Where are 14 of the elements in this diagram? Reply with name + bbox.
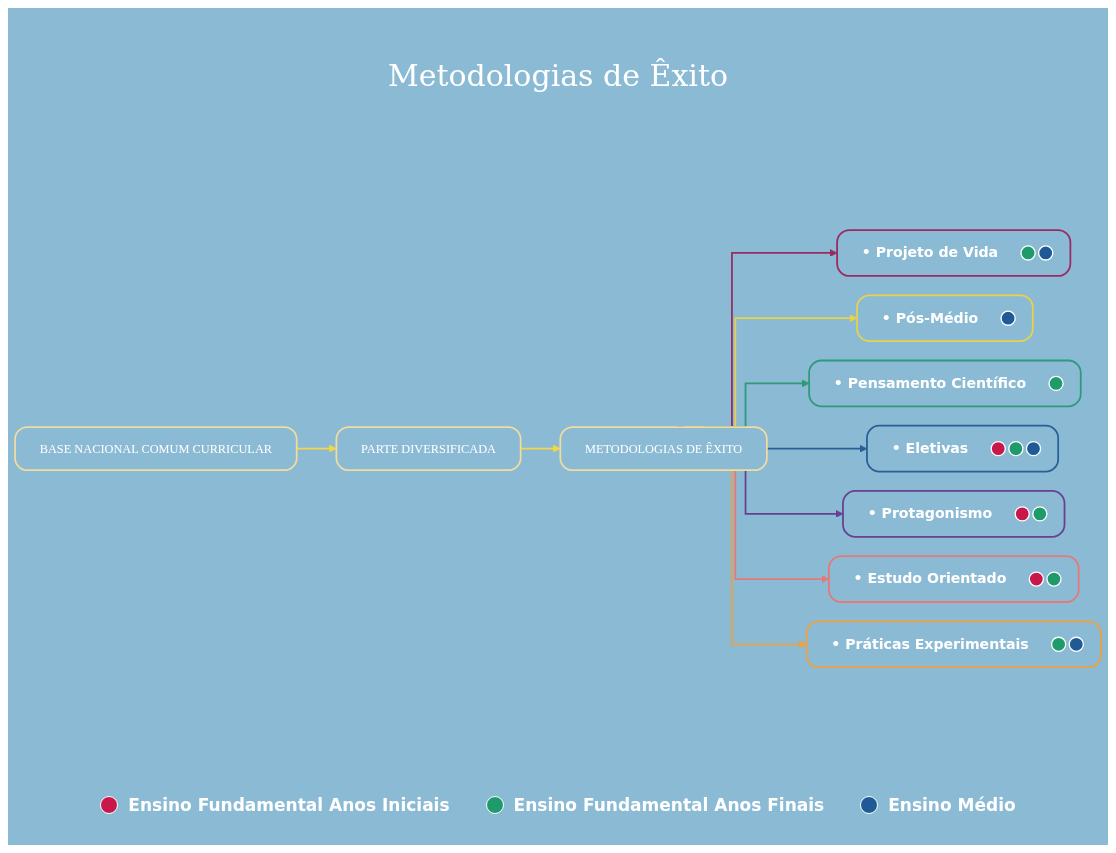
node-box: • Pensamento Científico (808, 360, 1082, 408)
legend-label: Ensino Fundamental Anos Finais (513, 795, 825, 815)
node-box: METODOLOGIAS DE ÊXITO (559, 426, 768, 472)
diagram-title: Metodologias de Êxito (387, 58, 729, 93)
node-box: • Projeto de Vida (836, 229, 1072, 278)
node-box: • Estudo Orientado (827, 555, 1080, 604)
node-box: BASE NACIONAL COMUM CURRICULAR (14, 426, 298, 472)
legend-label: Ensino Fundamental Anos Iniciais (128, 795, 450, 815)
node-box: PARTE DIVERSIFICADA (335, 426, 522, 472)
node-box: • Práticas Experimentais (805, 620, 1102, 669)
node-box: • Pós-Médio (856, 294, 1034, 343)
legend-label: Ensino Médio (888, 795, 1016, 815)
node-box: • Protagonismo (842, 490, 1066, 538)
node-box: • Eletivas (866, 425, 1060, 473)
